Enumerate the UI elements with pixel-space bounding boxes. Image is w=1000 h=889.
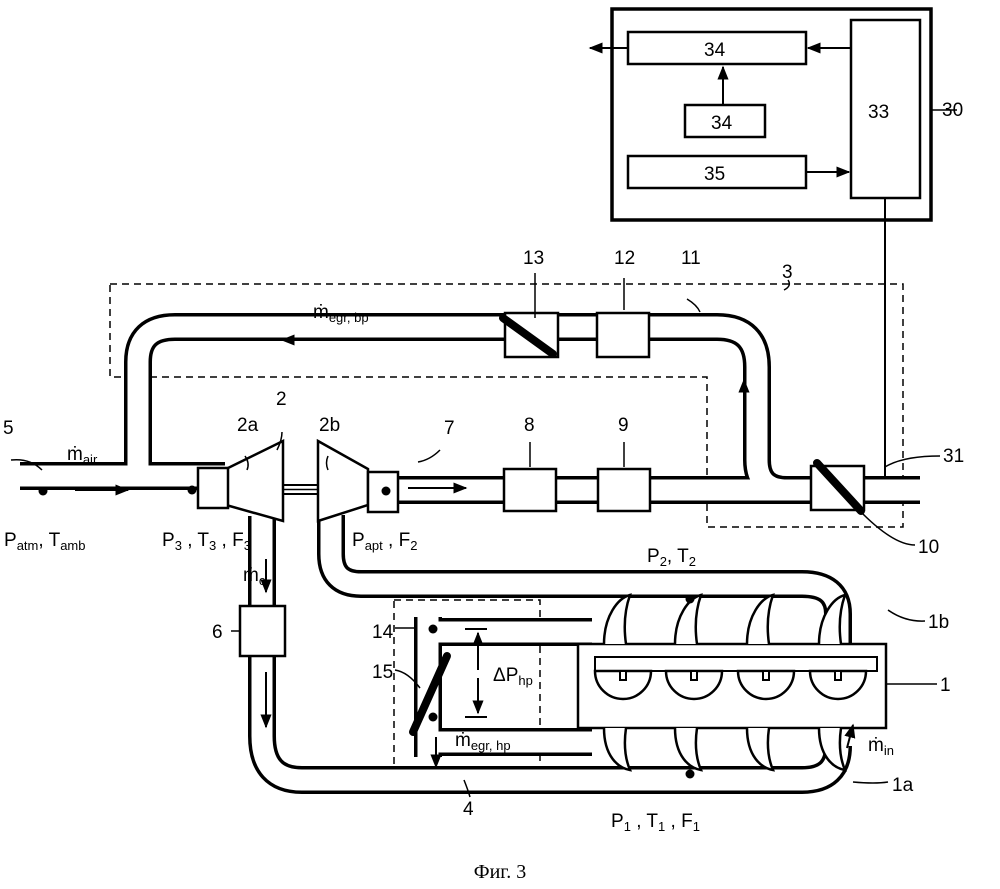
label-m-egr-bp: ṁegr, bp [313, 302, 369, 325]
label-p-atm-t-amb: Patm, Tamb [4, 530, 85, 553]
figure-caption: Фиг. 3 [474, 861, 526, 883]
ref-6: 6 [212, 622, 223, 643]
component-8 [504, 469, 556, 511]
label-m-air: ṁair [67, 444, 98, 467]
ref-30: 30 [942, 100, 963, 121]
ref-12: 12 [614, 248, 635, 269]
turbine-2b [318, 441, 368, 521]
ref-10: 10 [918, 537, 939, 558]
ref-5: 5 [3, 418, 14, 439]
ref-4: 4 [463, 799, 474, 820]
label-delta-p-hp: ΔPhp [493, 665, 533, 688]
ref-15: 15 [372, 662, 393, 683]
ref-2a: 2a [237, 415, 259, 436]
ref-35: 35 [704, 164, 725, 185]
component-9 [598, 469, 650, 511]
ref-13: 13 [523, 248, 544, 269]
exhaust-runners [604, 595, 845, 644]
ref-1b: 1b [928, 612, 949, 633]
ref-11: 11 [681, 248, 701, 269]
ref-33: 33 [868, 102, 889, 123]
ref-9: 9 [618, 415, 629, 436]
ref-8: 8 [524, 415, 535, 436]
ref-34-lower: 34 [711, 113, 733, 134]
label-m-in: ṁin [868, 735, 894, 758]
ref-7: 7 [444, 418, 455, 439]
ref-3: 3 [782, 262, 793, 283]
ref-31: 31 [943, 446, 964, 467]
ref-2b: 2b [319, 415, 340, 436]
ref-14: 14 [372, 622, 394, 643]
ref-1: 1 [940, 675, 951, 696]
cooler-12 [597, 313, 649, 357]
label-p1-t1-f1: P1 , T1 , F1 [611, 811, 700, 834]
ref-2: 2 [276, 389, 287, 410]
compressor-2a [226, 441, 283, 521]
cooler-6 [240, 606, 285, 656]
label-p-apt-f2: Papt , F2 [352, 530, 417, 553]
ref-34-upper: 34 [704, 40, 726, 61]
control-unit-30 [590, 9, 957, 492]
intake-runners [604, 728, 845, 770]
label-p3-t3-f3: P3 , T3 , F3 [162, 530, 251, 553]
components [198, 313, 886, 770]
measurement-points [39, 486, 695, 779]
label-p2-t2: P2, T2 [647, 546, 696, 569]
ref-1a: 1a [892, 775, 914, 796]
